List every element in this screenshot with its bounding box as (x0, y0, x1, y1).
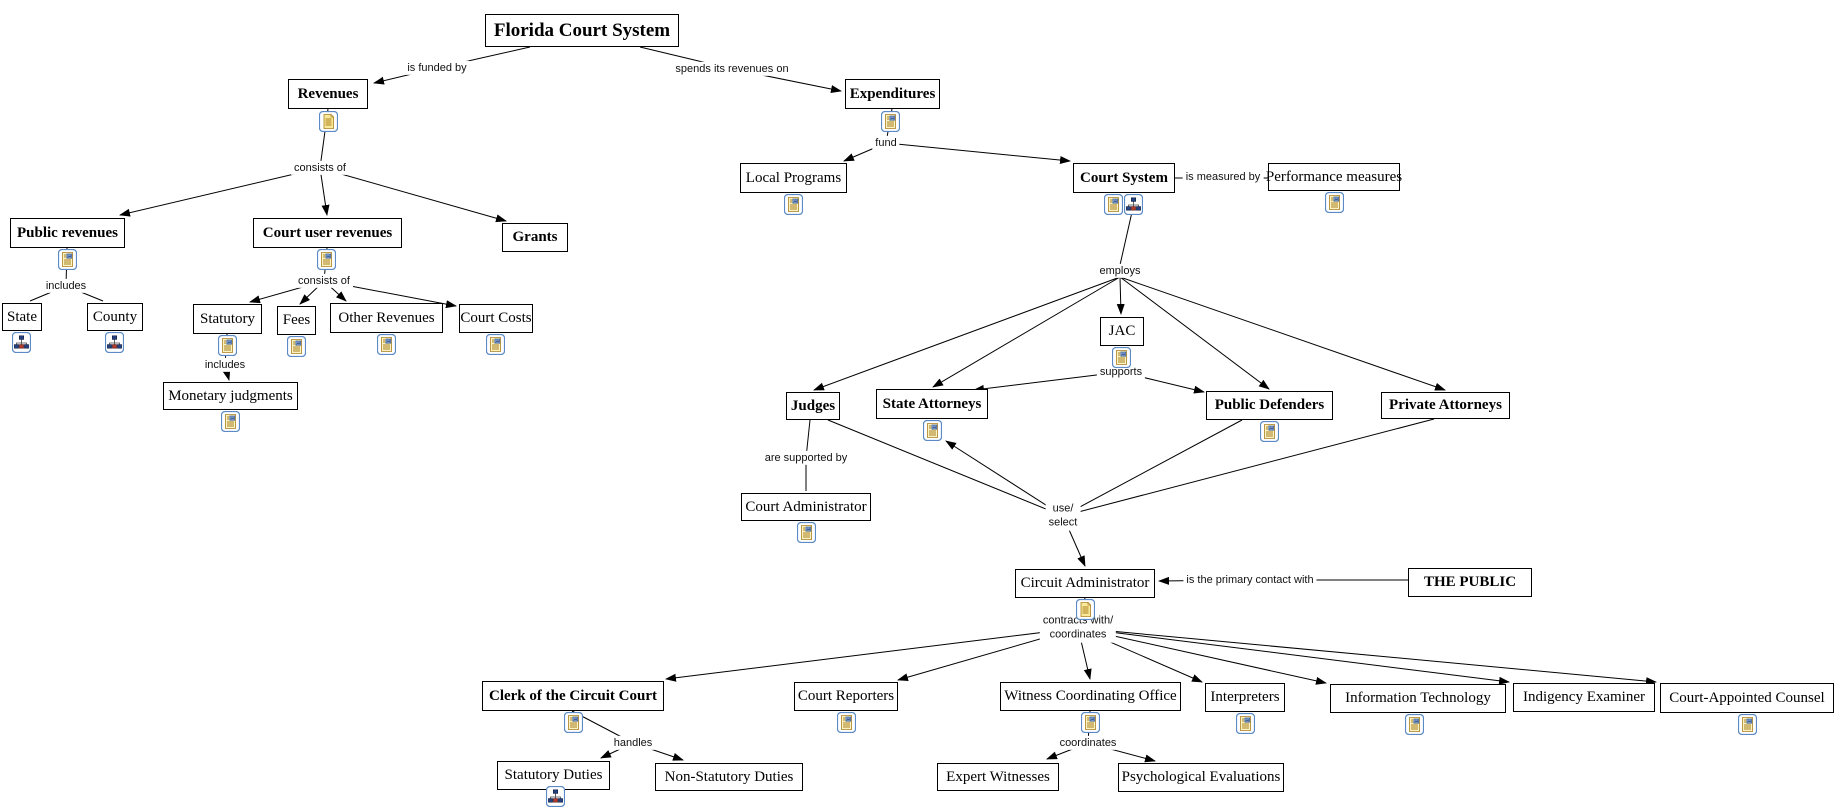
image-resource-icon[interactable] (1104, 194, 1123, 215)
node-non-statutory-duties[interactable]: Non-Statutory Duties (655, 763, 803, 791)
image-resource-icon[interactable] (1405, 714, 1424, 735)
image-resource-icon[interactable] (486, 334, 505, 355)
node-other-revenues[interactable]: Other Revenues (330, 303, 443, 333)
link-label-includes-1: includes (42, 278, 90, 294)
image-resource-icon[interactable] (58, 249, 77, 270)
node-grants[interactable]: Grants (502, 223, 568, 252)
image-resource-icon[interactable] (1738, 714, 1757, 735)
node-public-revenues[interactable]: Public revenues (10, 218, 125, 248)
node-performance-measures[interactable]: Performance measures (1266, 163, 1402, 191)
image-resource-icon[interactable] (784, 194, 803, 215)
image-resource-icon[interactable] (1081, 712, 1100, 733)
node-revenues[interactable]: Revenues (288, 79, 368, 109)
node-court-system[interactable]: Court System (1073, 163, 1175, 193)
image-resource-icon[interactable] (317, 249, 336, 270)
link-label-spends-its-revenues-on: spends its revenues on (672, 61, 792, 77)
node-the-public[interactable]: THE PUBLIC (1408, 568, 1532, 597)
link-label-includes-2: includes (201, 357, 249, 373)
link-label-supports: supports (1096, 364, 1146, 380)
node-court-user-revenues[interactable]: Court user revenues (253, 218, 402, 248)
node-county[interactable]: County (87, 303, 143, 331)
node-statutory[interactable]: Statutory (193, 304, 262, 334)
concept-map-resource-icon[interactable] (105, 332, 124, 353)
node-local-programs[interactable]: Local Programs (740, 163, 847, 193)
link-label-handles: handles (610, 735, 656, 751)
image-resource-icon[interactable] (287, 336, 306, 357)
node-court-appointed-counsel[interactable]: Court-Appointed Counsel (1660, 683, 1834, 713)
node-court-reporters[interactable]: Court Reporters (794, 682, 898, 711)
image-resource-icon[interactable] (1112, 347, 1131, 368)
image-resource-icon[interactable] (1325, 192, 1344, 213)
node-fees[interactable]: Fees (277, 306, 316, 335)
node-jac[interactable]: JAC (1100, 317, 1144, 346)
document-resource-icon[interactable] (1076, 599, 1095, 620)
node-expert-witnesses[interactable]: Expert Witnesses (937, 763, 1059, 791)
link-label-are-supported-by: are supported by (761, 450, 851, 466)
node-judges[interactable]: Judges (786, 392, 840, 420)
node-state[interactable]: State (2, 303, 42, 331)
link-label-is-funded-by: is funded by (404, 60, 470, 76)
link-label-coordinates: coordinates (1056, 735, 1120, 751)
node-witness-coordinating-office[interactable]: Witness Coordinating Office (1000, 682, 1181, 711)
link-label-consists-of-1: consists of (291, 160, 349, 176)
image-resource-icon[interactable] (1260, 421, 1279, 442)
node-statutory-duties[interactable]: Statutory Duties (497, 761, 610, 790)
image-resource-icon[interactable] (221, 411, 240, 432)
image-resource-icon[interactable] (797, 522, 816, 543)
link-label-is-measured-by: is measured by (1182, 169, 1264, 185)
node-court-administrator[interactable]: Court Administrator (741, 493, 871, 521)
node-public-defenders[interactable]: Public Defenders (1206, 391, 1333, 420)
link-label-use-select: use/ select (1045, 501, 1081, 531)
concept-map-resource-icon[interactable] (546, 786, 565, 807)
image-resource-icon[interactable] (564, 712, 583, 733)
node-interpreters[interactable]: Interpreters (1205, 683, 1285, 712)
node-florida-court-system[interactable]: Florida Court System (485, 14, 679, 47)
node-court-costs[interactable]: Court Costs (459, 304, 533, 333)
node-indigency-examiner[interactable]: Indigency Examiner (1513, 683, 1655, 712)
image-resource-icon[interactable] (218, 335, 237, 356)
link-label-is-primary-contact: is the primary contact with (1183, 572, 1317, 588)
concept-map-resource-icon[interactable] (12, 332, 31, 353)
node-clerk-of-the-circuit-court[interactable]: Clerk of the Circuit Court (482, 681, 664, 711)
node-private-attorneys[interactable]: Private Attorneys (1381, 392, 1510, 419)
node-state-attorneys[interactable]: State Attorneys (876, 389, 988, 419)
image-resource-icon[interactable] (837, 712, 856, 733)
image-resource-icon[interactable] (881, 111, 900, 132)
image-resource-icon[interactable] (1236, 713, 1255, 734)
link-label-employs: employs (1096, 263, 1144, 279)
image-resource-icon[interactable] (377, 334, 396, 355)
node-monetary-judgments[interactable]: Monetary judgments (163, 382, 298, 410)
concept-map-resource-icon[interactable] (1124, 194, 1143, 215)
document-resource-icon[interactable] (319, 111, 338, 132)
node-psychological-evaluations[interactable]: Psychological Evaluations (1118, 763, 1284, 792)
node-information-technology[interactable]: Information Technology (1330, 684, 1506, 713)
image-resource-icon[interactable] (923, 420, 942, 441)
link-label-consists-of-2: consists of (295, 273, 353, 289)
node-expenditures[interactable]: Expenditures (845, 79, 940, 109)
link-label-fund: fund (872, 135, 900, 151)
node-circuit-administrator[interactable]: Circuit Administrator (1015, 569, 1155, 598)
